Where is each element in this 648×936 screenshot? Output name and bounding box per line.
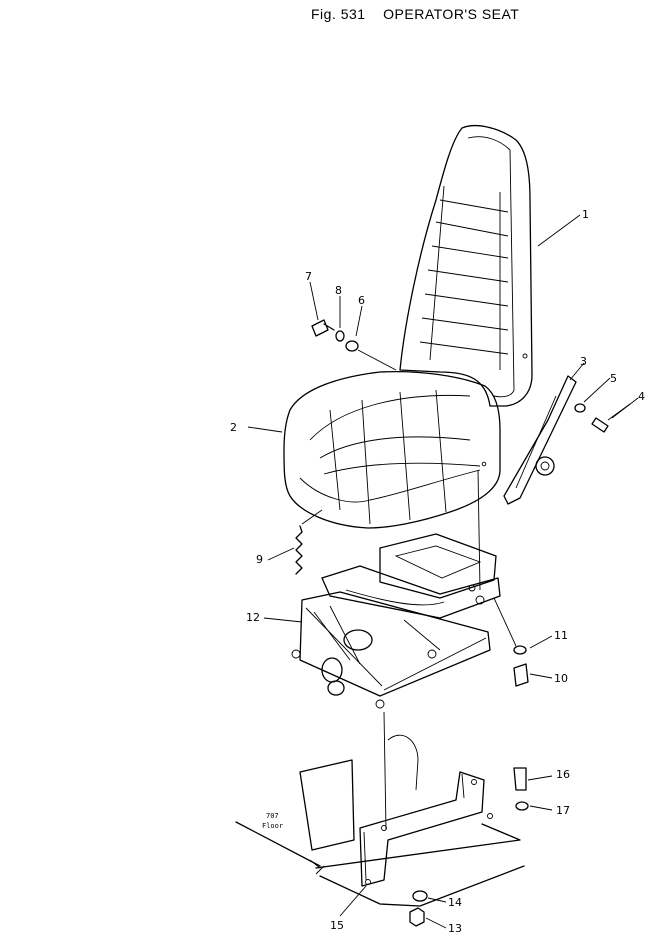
washer-part-5	[574, 403, 586, 413]
bolt-part-16	[513, 767, 527, 791]
rail-bracket	[503, 375, 577, 505]
floor-note-model: 707	[266, 812, 279, 820]
washer-part-8	[335, 330, 345, 342]
bolt-part-10	[513, 663, 529, 687]
floor-note-label: Floor	[262, 822, 283, 830]
seat-suspension	[291, 533, 501, 709]
callout-12: 12	[246, 611, 260, 624]
assembly-line-6	[357, 349, 397, 371]
callout-2: 2	[230, 421, 237, 434]
bolt-part-7	[311, 319, 335, 337]
figure-title: Fig. 531 OPERATOR'S SEAT	[311, 6, 519, 22]
callout-3: 3	[580, 355, 587, 368]
assembly-line-seat	[477, 469, 481, 591]
callout-9: 9	[256, 553, 263, 566]
figure-number: Fig. 531	[311, 6, 366, 22]
callout-7: 7	[305, 270, 312, 283]
callout-17: 17	[556, 804, 570, 817]
mounting-bracket	[359, 771, 493, 887]
callout-4: 4	[638, 390, 645, 403]
callout-10: 10	[554, 672, 568, 685]
callout-11: 11	[554, 629, 568, 642]
callout-13: 13	[448, 922, 462, 935]
callout-8: 8	[335, 284, 342, 297]
callout-15: 15	[330, 919, 344, 932]
callout-5: 5	[610, 372, 617, 385]
assembly-line-9	[301, 509, 323, 525]
assembly-line-floor	[383, 711, 387, 831]
callout-1: 1	[582, 208, 589, 221]
callout-16: 16	[556, 768, 570, 781]
seat-cushion	[283, 370, 501, 529]
washer-part-11	[513, 645, 527, 655]
nut-part-13	[409, 907, 425, 927]
washer-part-17	[515, 801, 529, 811]
assembly-line-11	[493, 597, 517, 647]
leader-lines	[247, 214, 639, 929]
figure-caption: OPERATOR'S SEAT	[383, 6, 520, 22]
floor-panel	[235, 734, 525, 907]
spring-part-9	[295, 525, 303, 575]
washer-part-14	[412, 890, 428, 902]
callout-6: 6	[358, 294, 365, 307]
spacer-part-6	[345, 340, 359, 352]
callout-14: 14	[448, 896, 462, 909]
seat-back	[399, 125, 533, 407]
